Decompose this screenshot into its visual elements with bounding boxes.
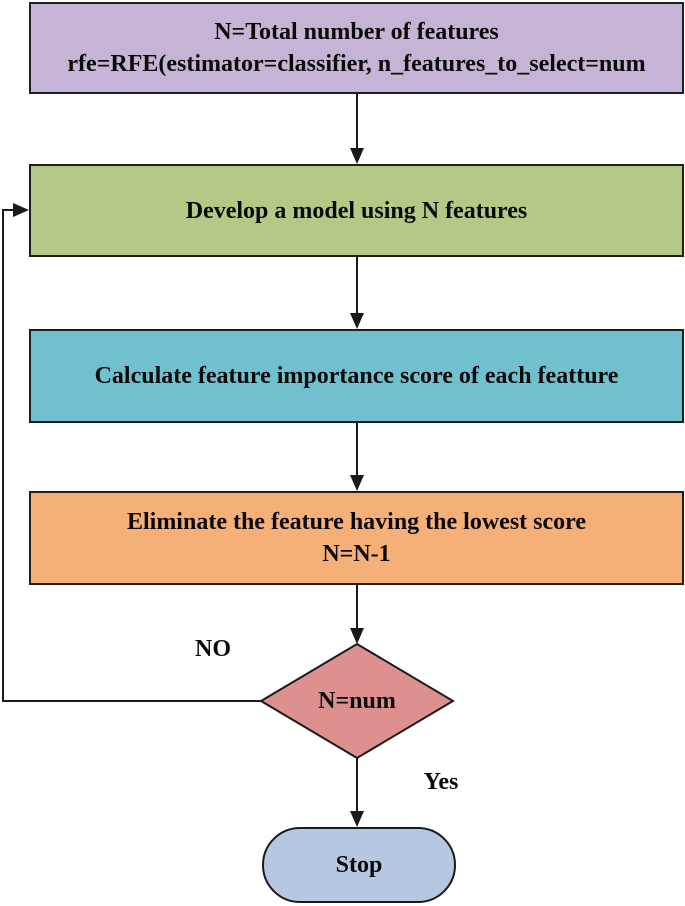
decision-diamond-shape [259,642,455,760]
node-develop-line1: Develop a model using N features [185,197,528,224]
node-init-line1: N=Total number of features [214,19,499,45]
node-decision-label: N=num [318,688,396,714]
node-calculate: Calculate feature importance score of ea… [29,329,684,423]
node-stop: Stop [262,827,456,903]
node-develop: Develop a model using N features [29,164,684,257]
node-eliminate: Eliminate the feature having the lowest … [29,491,684,585]
node-init: N=Total number of features rfe=RFE(estim… [29,2,684,94]
node-eliminate-line1: Eliminate the feature having the lowest … [126,509,587,535]
edge-label-no: NO [195,636,231,662]
no-loop-connector [2,203,261,702]
node-init-line2: rfe=RFE(estimator=classifier, n_features… [67,51,646,77]
node-calculate-line1: Calculate feature importance score of ea… [94,363,619,389]
arrow-calculate-to-eliminate [350,423,364,491]
node-stop-label: Stop [335,851,383,878]
edge-label-yes: Yes [423,769,459,795]
arrow-develop-to-calculate [350,257,364,329]
arrow-eliminate-to-decision [350,585,364,644]
arrow-init-to-develop [350,94,364,164]
node-eliminate-line2: N=N-1 [322,541,391,567]
arrow-decision-to-stop [350,758,364,827]
